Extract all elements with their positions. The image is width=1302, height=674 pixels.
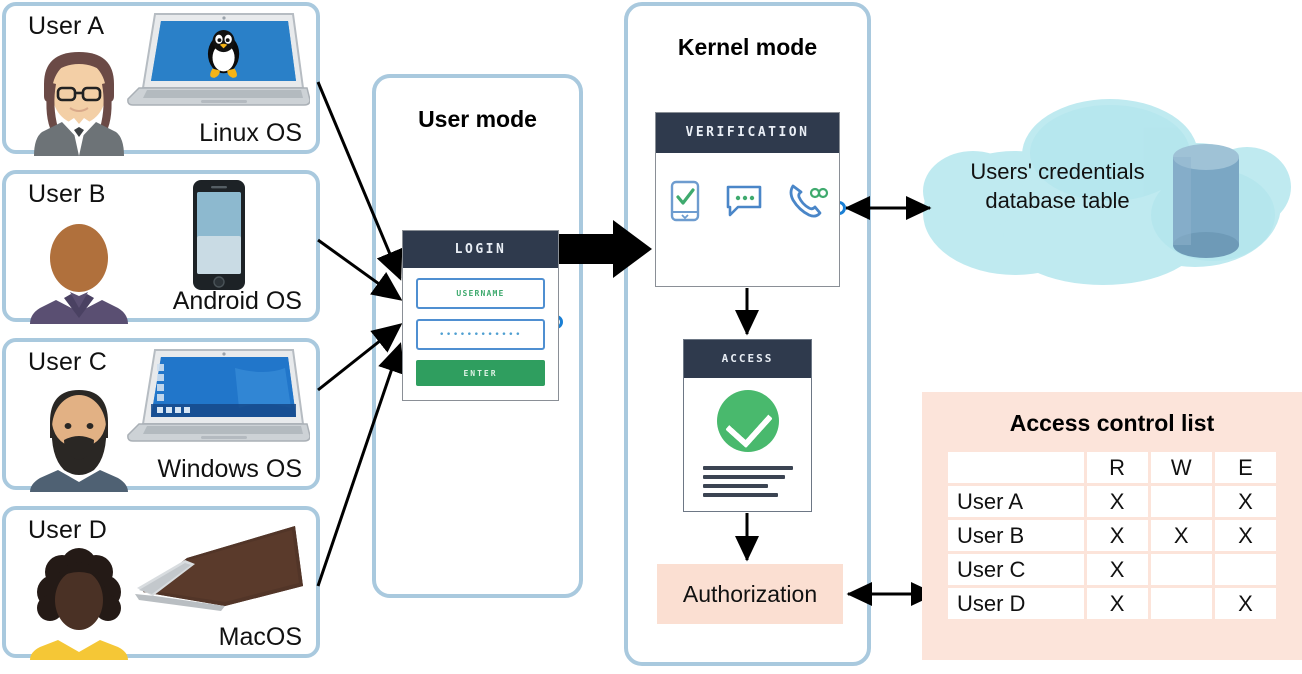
user-mode-title: User mode xyxy=(418,106,537,132)
verification-widget: VERIFICATION xyxy=(655,112,840,287)
access-control-list-panel: Access control list R W E User A X X Use… xyxy=(922,392,1302,660)
acl-header-r: R xyxy=(1086,452,1148,483)
verification-widget-header: VERIFICATION xyxy=(656,113,839,153)
windows-laptop-icon xyxy=(125,346,311,451)
acl-cell-e: X xyxy=(1214,588,1276,619)
user-d-os-label: MacOS xyxy=(218,623,302,651)
user-a-label: User A xyxy=(28,12,105,40)
user-a-os-label: Linux OS xyxy=(199,119,302,147)
user-card-d: User D MacOS xyxy=(2,506,320,660)
login-widget-header: LOGIN xyxy=(403,231,558,268)
acl-cell-w: X xyxy=(1150,520,1212,551)
green-check-circle-icon xyxy=(716,390,779,452)
sms-code-icon xyxy=(724,181,764,226)
authorization-box: Authorization xyxy=(657,564,843,624)
acl-table: R W E User A X X User B X X X User xyxy=(945,449,1279,622)
user-b-label: User B xyxy=(28,180,106,208)
curly-hair-woman-avatar xyxy=(24,548,134,660)
linux-laptop-icon xyxy=(125,10,311,115)
access-widget-header: ACCESS xyxy=(684,340,811,378)
acl-cell-e xyxy=(1214,554,1276,585)
password-value: •••••••••••• xyxy=(438,329,523,340)
database-cylinder-icon xyxy=(1173,144,1239,258)
acl-header-w: W xyxy=(1150,452,1212,483)
acl-cell-e: X xyxy=(1214,486,1276,517)
user-b-os-label: Android OS xyxy=(172,287,302,315)
acl-header-blank xyxy=(948,452,1084,483)
table-header-row: R W E xyxy=(948,452,1276,483)
access-widget: ACCESS xyxy=(683,339,812,512)
user-card-a: User A xyxy=(2,2,320,156)
password-input[interactable]: •••••••••••• xyxy=(416,319,545,350)
document-lines xyxy=(702,466,793,497)
acl-cell-w xyxy=(1150,486,1212,517)
acl-row-user: User D xyxy=(948,588,1084,619)
acl-row-user: User C xyxy=(948,554,1084,585)
acl-cell-w xyxy=(1150,554,1212,585)
macbook-icon xyxy=(125,514,310,619)
acl-cell-w xyxy=(1150,588,1212,619)
acl-title: Access control list xyxy=(1009,410,1215,436)
acl-cell-r: X xyxy=(1086,588,1148,619)
user-card-b: User B Android OS xyxy=(2,170,320,324)
table-row: User C X xyxy=(948,554,1276,585)
username-input[interactable]: USERNAME xyxy=(416,278,545,309)
acl-cell-r: X xyxy=(1086,486,1148,517)
user-card-c: User C xyxy=(2,338,320,492)
female-glasses-avatar xyxy=(24,44,134,156)
bearded-man-avatar xyxy=(24,380,134,492)
user-d-label: User D xyxy=(28,516,107,544)
acl-row-user: User B xyxy=(948,520,1084,551)
login-widget: LOGIN USERNAME •••••••••••• ENTER xyxy=(402,230,559,401)
acl-cell-r: X xyxy=(1086,520,1148,551)
acl-row-user: User A xyxy=(948,486,1084,517)
kernel-mode-title: Kernel mode xyxy=(677,34,818,60)
enter-button[interactable]: ENTER xyxy=(416,360,545,386)
acl-cell-r: X xyxy=(1086,554,1148,585)
acl-header-e: E xyxy=(1214,452,1276,483)
bald-man-avatar xyxy=(24,212,134,324)
table-row: User A X X xyxy=(948,486,1276,517)
user-c-label: User C xyxy=(28,348,107,376)
user-c-os-label: Windows OS xyxy=(157,455,302,483)
phone-check-icon xyxy=(667,179,703,228)
table-row: User D X X xyxy=(948,588,1276,619)
android-phone-icon xyxy=(125,178,310,290)
phone-call-icon xyxy=(785,180,829,227)
table-row: User B X X X xyxy=(948,520,1276,551)
username-value: USERNAME xyxy=(456,289,505,298)
acl-cell-e: X xyxy=(1214,520,1276,551)
